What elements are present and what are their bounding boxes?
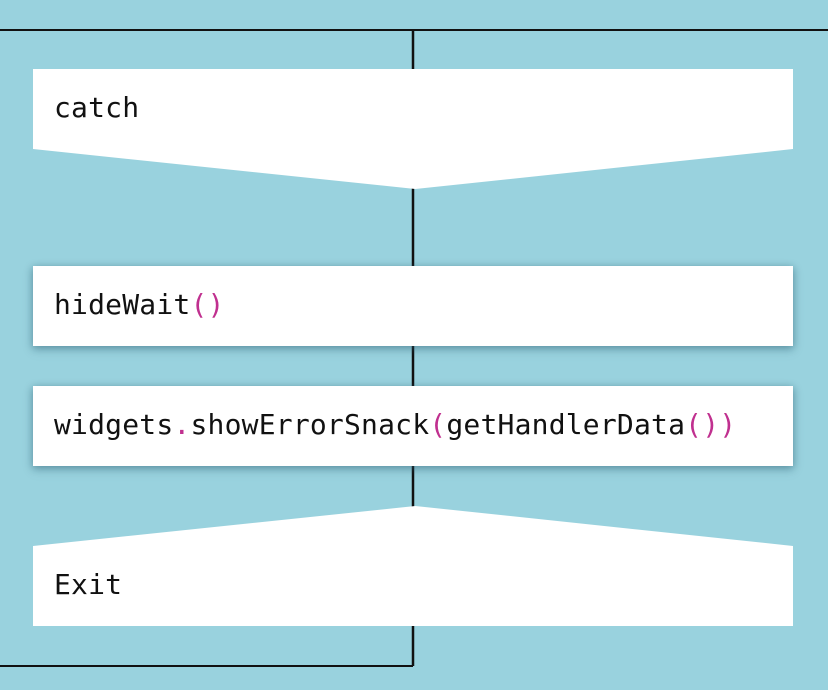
- catch-keyword: catch: [54, 91, 140, 124]
- exit-keyword: Exit: [54, 568, 123, 601]
- hide-wait-open-paren: (: [190, 288, 208, 321]
- exit-label: Exit: [54, 568, 122, 601]
- hide-wait-step-box[interactable]: [33, 266, 793, 346]
- show-error-snack-step-box[interactable]: [33, 386, 793, 466]
- outer-close-paren: ): [719, 408, 737, 441]
- widgets-object: widgets: [54, 408, 174, 441]
- get-handler-data-call: getHandlerData: [446, 408, 686, 441]
- outer-open-paren: (: [429, 408, 447, 441]
- member-dot: .: [173, 408, 191, 441]
- show-error-snack-label: widgets.showErrorSnack(getHandlerData()): [54, 408, 736, 441]
- hide-wait-close-paren: ): [207, 288, 225, 321]
- hide-wait-call: hideWait: [54, 288, 191, 321]
- catch-label: catch: [54, 91, 139, 124]
- inner-parens: (): [685, 408, 720, 441]
- show-error-snack-method: showErrorSnack: [190, 408, 430, 441]
- hide-wait-label: hideWait(): [54, 288, 225, 321]
